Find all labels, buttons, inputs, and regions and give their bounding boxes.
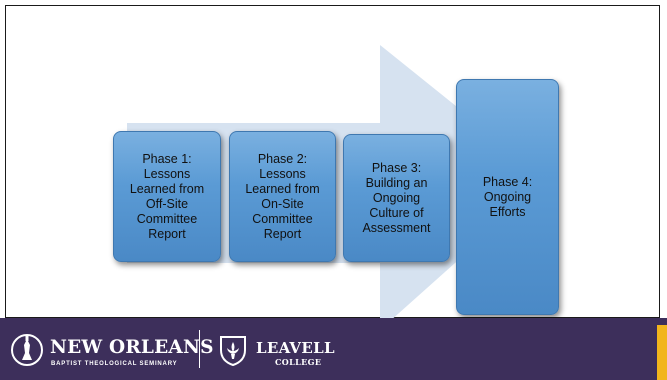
accent-strip bbox=[657, 325, 667, 380]
phase-3-box: Phase 3: Building an Ongoing Culture of … bbox=[343, 134, 450, 262]
logo-divider bbox=[199, 330, 200, 368]
phase-1-label: Phase 1: Lessons Learned from Off-Site C… bbox=[129, 151, 205, 241]
nobts-subtitle: BAPTIST THEOLOGICAL SEMINARY bbox=[51, 361, 178, 367]
phase-2-box: Phase 2: Lessons Learned from On-Site Co… bbox=[229, 131, 336, 262]
nobts-title: NEW ORLEANS bbox=[50, 337, 214, 358]
leavell-subtitle: COLLEGE bbox=[275, 357, 322, 367]
phase-4-label: Phase 4: Ongoing Efforts bbox=[482, 174, 533, 219]
phase-2-label: Phase 2: Lessons Learned from On-Site Co… bbox=[245, 151, 320, 241]
leavell-title: LEAVELL bbox=[256, 339, 335, 357]
nobts-seal-icon bbox=[11, 334, 43, 366]
footer-bar bbox=[0, 318, 667, 380]
phase-4-box: Phase 4: Ongoing Efforts bbox=[456, 79, 559, 315]
leavell-shield-icon bbox=[220, 336, 246, 366]
phase-1-box: Phase 1: Lessons Learned from Off-Site C… bbox=[113, 131, 221, 262]
phase-3-label: Phase 3: Building an Ongoing Culture of … bbox=[362, 160, 431, 235]
